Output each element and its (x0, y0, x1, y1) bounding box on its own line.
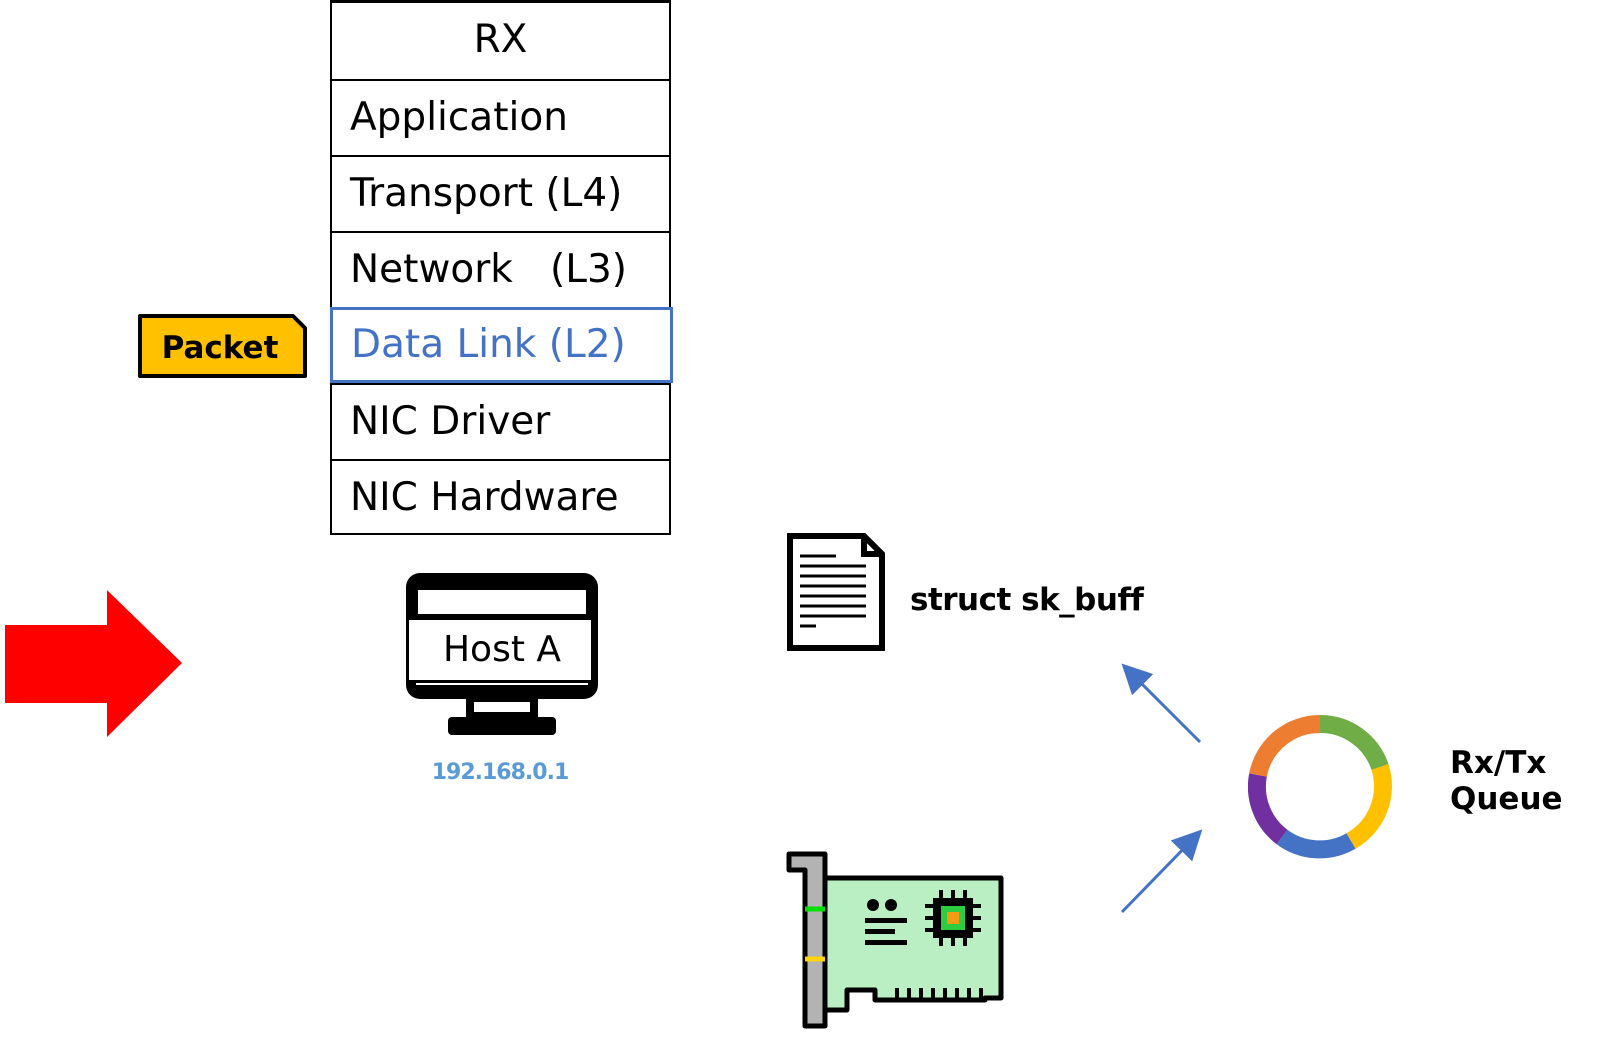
flow-arrows (1120, 663, 1203, 914)
layer-nic-driver: NIC Driver (332, 383, 669, 459)
queue-label-line1: Rx/Tx (1450, 745, 1547, 781)
ring-queue-icon (1248, 715, 1392, 859)
skbuff-label: struct sk_buff (910, 582, 1144, 618)
layer-network: Network (L3) (332, 231, 669, 307)
packet-tag-shape (138, 314, 307, 378)
arrow-to-skbuff (1121, 663, 1202, 744)
queue-label-line2: Queue (1450, 781, 1563, 817)
layer-application: Application (332, 79, 669, 155)
arrow-to-queue (1120, 829, 1203, 914)
host-ip: 192.168.0.1 (431, 760, 570, 785)
host-label-box (406, 617, 594, 683)
incoming-arrow-icon (5, 590, 182, 737)
layer-nic-hardware: NIC Hardware (332, 459, 669, 535)
queue-label: Rx/Tx Queue (1450, 745, 1563, 817)
packet-tag: Packet (137, 313, 307, 378)
network-card-icon (786, 851, 1004, 1029)
stack-header-rx: RX (473, 17, 528, 62)
layer-transport: Transport (L4) (332, 155, 669, 231)
document-icon (787, 533, 885, 651)
protocol-stack: RX Application Transport (L4) Network (L… (330, 0, 673, 535)
layer-data-link: Data Link (L2) (330, 307, 673, 383)
host-label: Host A (442, 629, 562, 670)
packet-label: Packet (161, 330, 279, 366)
